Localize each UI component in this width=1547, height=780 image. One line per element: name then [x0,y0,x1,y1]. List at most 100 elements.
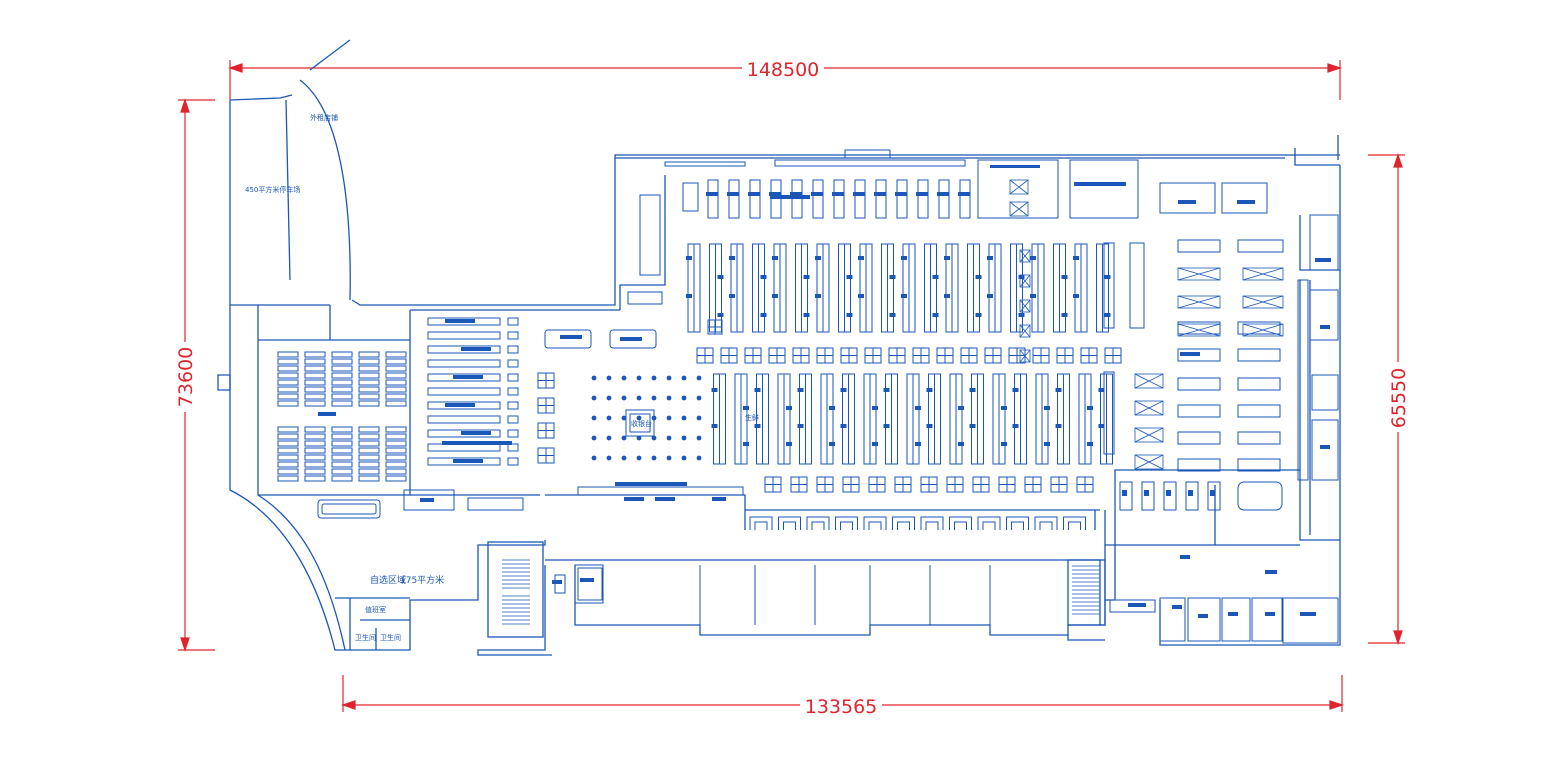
crossed-box [1019,274,1031,288]
checkout-inner [754,521,768,530]
right-counter [1237,458,1281,472]
cross-b [1134,454,1164,470]
top-shelf [812,179,824,219]
fixture-mark [1073,294,1079,298]
round-table [651,375,657,381]
rack-cell [358,454,380,461]
fixture-mark [1055,424,1062,428]
rack-cell [385,372,407,379]
lane-counter [577,486,744,496]
fixture-mark [686,256,692,260]
counter [427,401,501,410]
checkout-inner [954,521,967,530]
rack-cell [385,447,407,454]
cross-b [1177,323,1221,337]
right-counter [1177,431,1221,445]
crossed-box [1134,400,1164,416]
counter [427,429,501,438]
rack-cell [277,351,299,358]
rack-cell [277,475,299,482]
rack-cell [331,468,353,475]
fixture-mark [445,319,475,323]
fixture-mark [1180,555,1190,559]
fixture-mark [840,424,847,428]
fixture-mark [743,406,749,410]
display-tables [591,375,702,461]
rack-cell [331,400,353,407]
rack-cell [331,372,353,379]
fixture-mark [1073,256,1079,260]
fixture-mark [803,313,810,317]
rack-cell [277,386,299,393]
checkout-bay [1034,516,1058,530]
fixture-mark [1237,200,1255,204]
round-table [636,395,642,401]
checkout-bay [749,516,773,530]
fixture-mark [958,192,970,196]
rack-cell [277,461,299,468]
bottom-right-rack [1141,481,1155,511]
round-table [606,455,612,461]
rack-cell [304,447,326,454]
round-table [696,375,702,381]
rack-cell [277,440,299,447]
rack-cell [385,365,407,372]
dim-bottom-bg [800,693,882,717]
fixture-mark [944,294,950,298]
rack-cell [304,393,326,400]
counter-end [507,457,519,466]
fixture-mark [1001,442,1007,446]
crossed-box [1019,249,1031,263]
rack-cell [358,393,380,400]
shelving-units [277,159,1309,511]
fixture-mark [846,275,853,279]
tall-rack [1129,242,1145,329]
fixture-mark [580,578,594,582]
top-shelf [917,179,929,219]
checkout-inner [1068,521,1081,530]
rack-cell [277,426,299,433]
rack-cell [385,358,407,365]
right-counter [1177,239,1221,253]
round-table [696,395,702,401]
cross-b [1019,249,1031,263]
rack-cell [385,386,407,393]
fixture-mark [1018,313,1025,317]
fixture-mark [1265,612,1275,616]
rack-cell [358,372,380,379]
rack-cell [385,440,407,447]
round-table [591,415,597,421]
checkout-bay [920,516,944,530]
fixture-mark [937,192,949,196]
fixture-mark [987,256,993,260]
crossed-box [1019,349,1031,363]
fixture-mark [711,424,718,428]
round-table [636,415,642,421]
fixture-mark [717,313,724,317]
counter-end [507,401,519,410]
counter [427,345,501,354]
cross-b [1177,295,1221,309]
rack-cell [385,351,407,358]
fixture-mark [318,412,336,416]
rack-cell [331,365,353,372]
fixture-mark [1061,313,1068,317]
rack-cell [304,400,326,407]
round-table [651,435,657,441]
label-wc-1: 卫生间 [355,633,376,642]
fixture-mark [1061,275,1068,279]
rack-cell [358,426,380,433]
fixture-mark [915,406,921,410]
checkout-bay [806,516,830,530]
right-counter [1237,348,1281,362]
fixture-mark [445,403,475,407]
rack-cell [331,454,353,461]
cross-b [1242,267,1284,281]
fixture-mark [975,275,982,279]
cross-b [1134,427,1164,443]
rack-cell [358,386,380,393]
fixture-mark [797,388,804,392]
fixture-mark [987,294,993,298]
fixture-mark [1122,490,1127,496]
counter-end [507,373,519,382]
